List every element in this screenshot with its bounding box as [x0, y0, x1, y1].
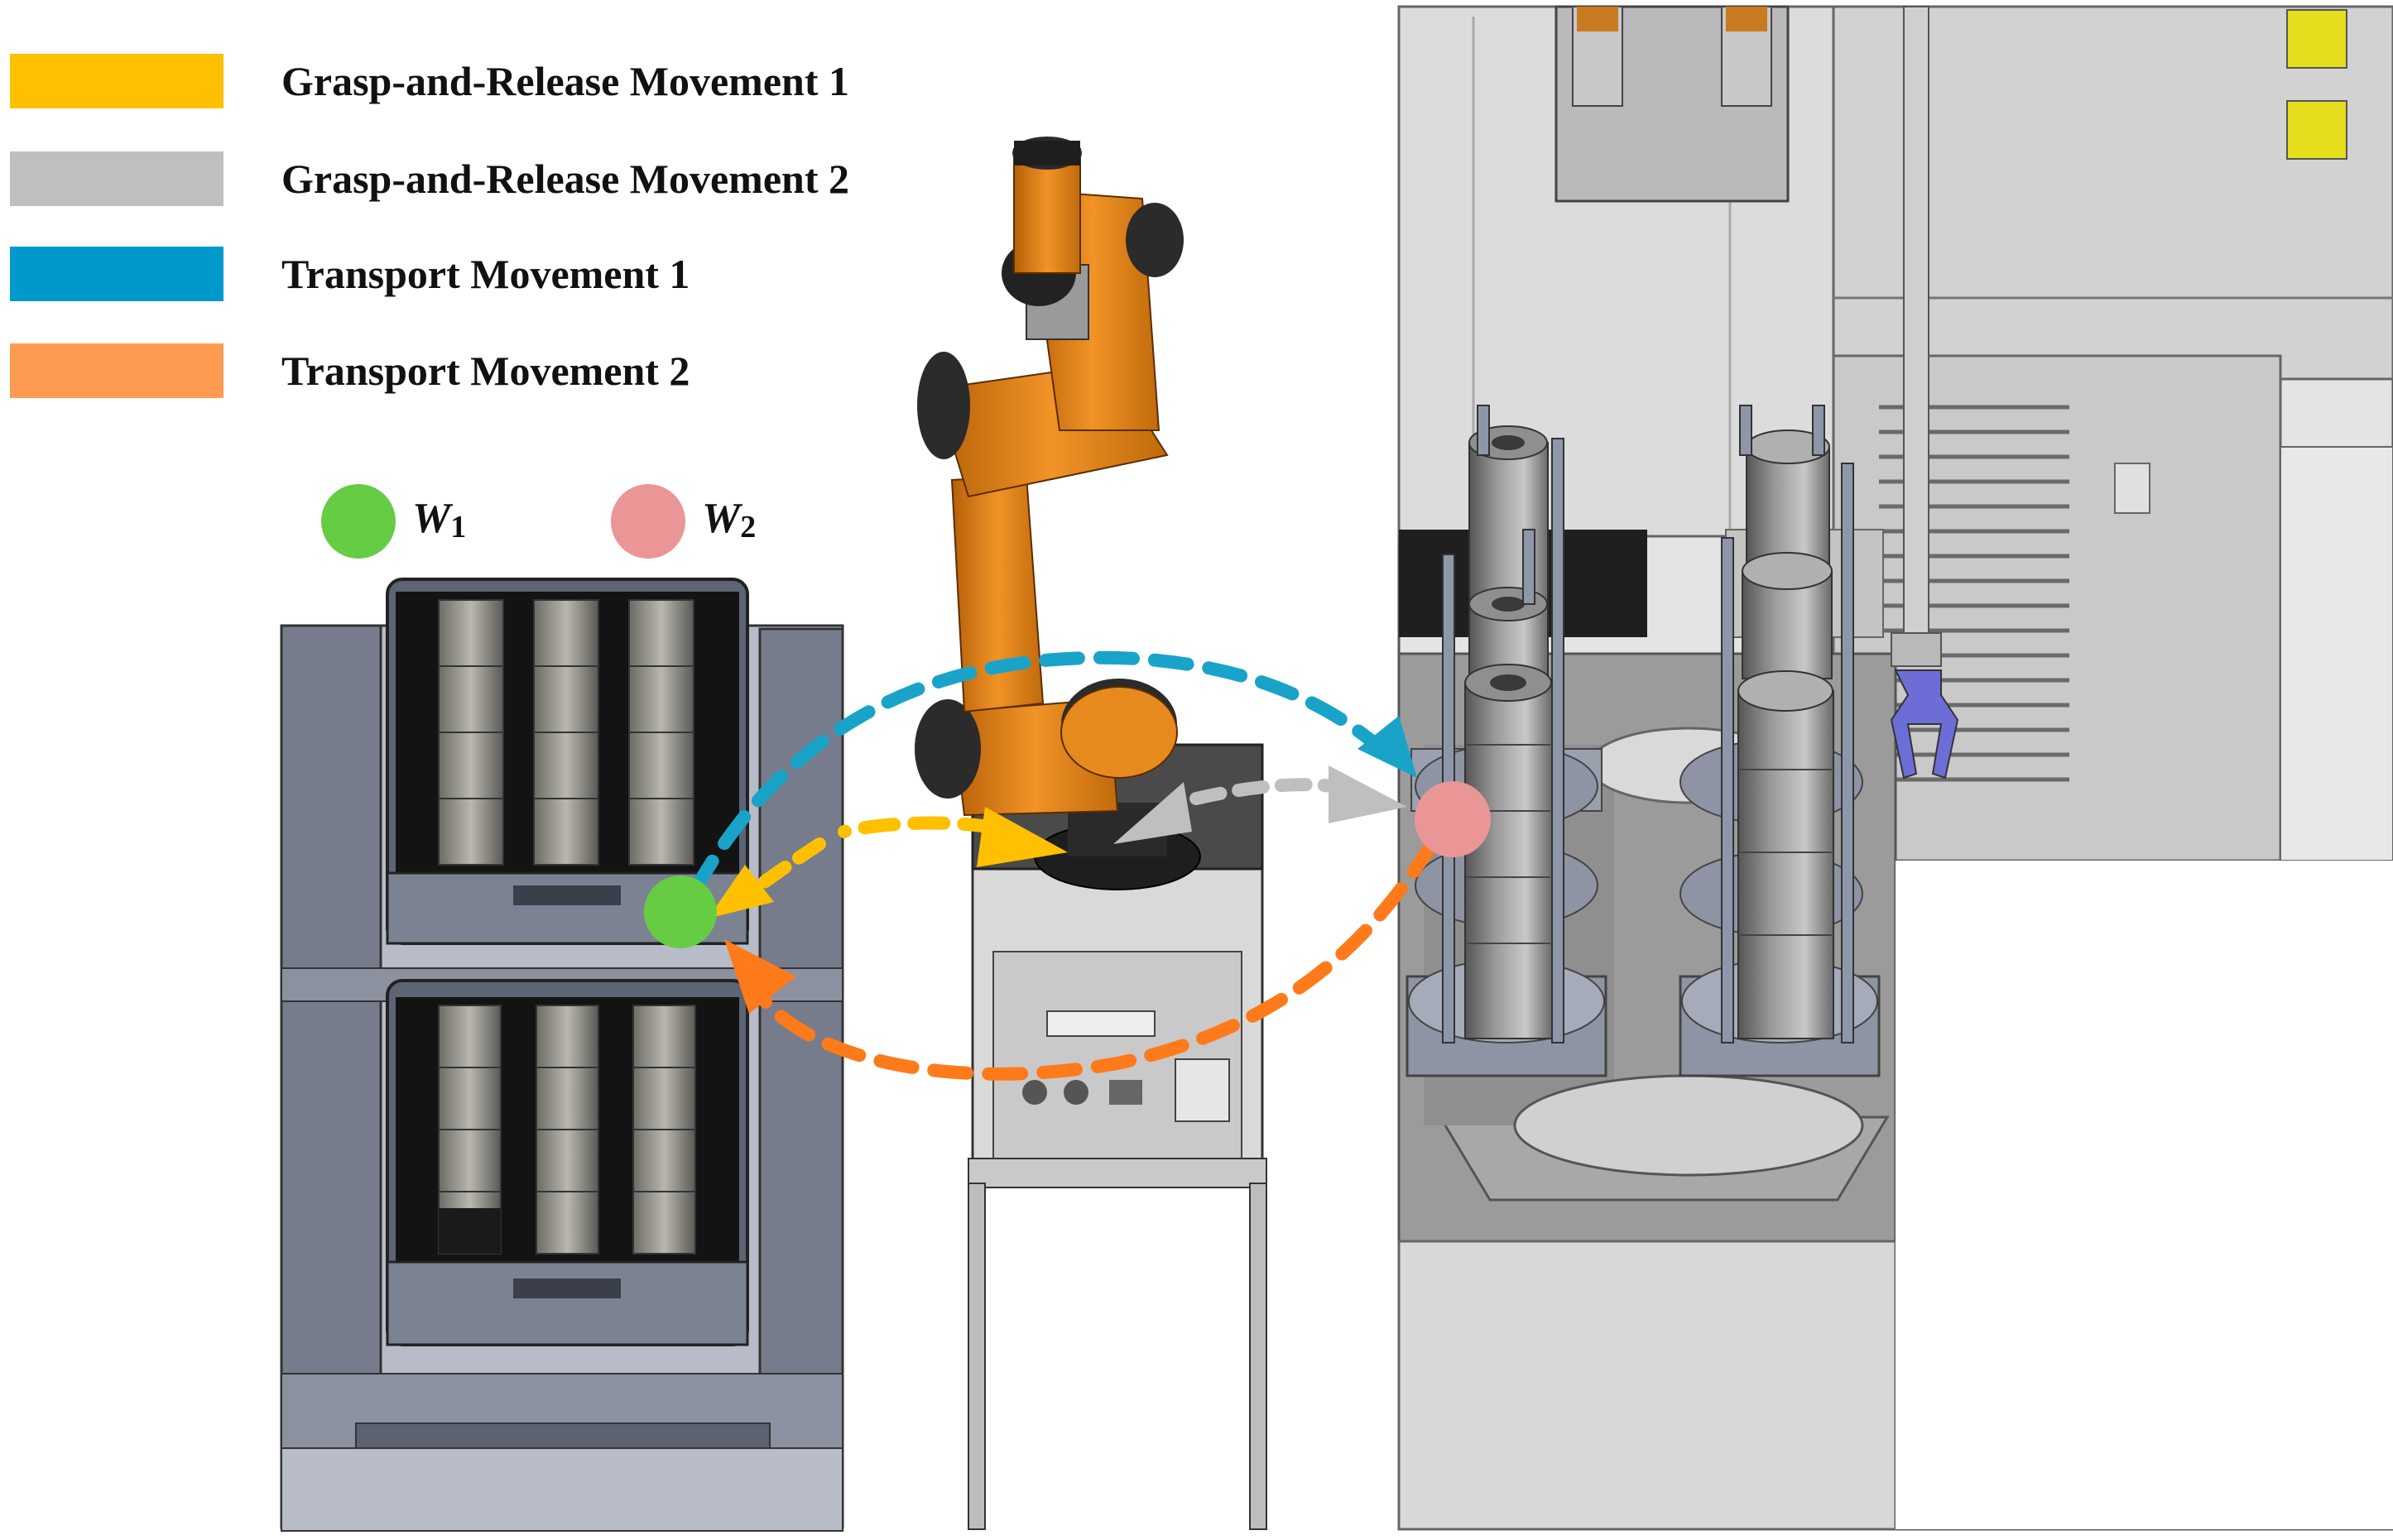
- waypoint-w1-marker: [644, 876, 717, 948]
- legend-swatch-grasp-release-2: [10, 151, 223, 206]
- transport-1-arrowhead: [1357, 716, 1417, 778]
- grasp-release-path-1: [708, 807, 1068, 919]
- legend-label: Grasp-and-Release Movement 2: [281, 156, 849, 202]
- waypoint-w2-marker: [1415, 781, 1491, 857]
- legend-label: Transport Movement 1: [281, 251, 690, 297]
- transport-path-1: [689, 650, 1417, 896]
- stacking-fixture: [1406, 405, 1881, 1177]
- legend-swatch-transport-2: [10, 343, 223, 398]
- legend-label: Grasp-and-Release Movement 1: [281, 58, 849, 104]
- legend-swatch-grasp-release-1: [10, 54, 223, 108]
- waypoint-w2-dot: [611, 484, 685, 559]
- waypoint-w2-letter: W: [702, 495, 741, 542]
- robot-pedestal: [968, 743, 1267, 1530]
- grasp-1-arrowhead-w1: [708, 865, 774, 919]
- grasp-2-arrowhead-robot: [1113, 782, 1192, 844]
- material-rack: [280, 578, 844, 1532]
- grasp-release-path-2: [1113, 765, 1407, 844]
- waypoint-w1-subscript: 1: [450, 510, 467, 545]
- grasp-1-arrowhead-robot: [977, 807, 1068, 867]
- transport-path-2: [724, 837, 1439, 1081]
- waypoint-w1-dot: [321, 484, 396, 559]
- legend-label: Transport Movement 2: [281, 348, 690, 394]
- waypoint-w1-label: W1: [412, 494, 466, 545]
- waypoint-w2-label: W2: [702, 494, 756, 545]
- waypoint-w2-subscript: 2: [740, 510, 757, 545]
- transport-2-arrowhead: [724, 939, 796, 1014]
- legend-swatch-transport-1: [10, 247, 223, 301]
- waypoint-w1-letter: W: [412, 495, 451, 542]
- grasp-2-arrowhead-w2: [1329, 765, 1407, 823]
